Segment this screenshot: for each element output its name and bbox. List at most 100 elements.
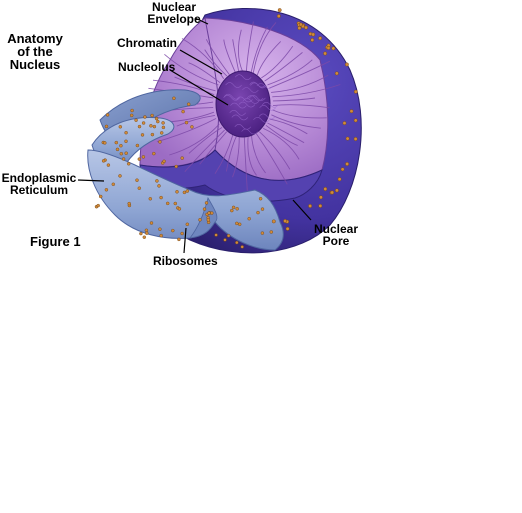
chromatin-fiber [232, 136, 240, 178]
leader-chromatin [179, 49, 223, 75]
chromatin-fiber [271, 74, 329, 93]
ribosome [180, 156, 184, 160]
nuclear-pore [330, 190, 335, 195]
chromatin-fiber [164, 53, 219, 86]
ribosome [118, 125, 123, 129]
nuclear-pore [345, 136, 350, 141]
nuclear-pore [304, 25, 308, 30]
nucleolus-squiggle [259, 105, 276, 111]
ribosome [103, 141, 107, 145]
nuclear-pore [349, 109, 354, 114]
ribosome [165, 201, 170, 206]
chromatin-fiber [169, 123, 220, 156]
ribosome [159, 233, 163, 238]
ribosome [237, 222, 242, 227]
nuclear-pore [342, 121, 347, 126]
label-nuclear-envelope: Nuclear Envelope [144, 1, 204, 25]
ribosome [240, 245, 244, 249]
label-nucleolus: Nucleolus [118, 60, 176, 74]
ribosome [206, 218, 211, 222]
chromatin-fiber [225, 136, 237, 172]
chromatin-fiber [204, 49, 228, 77]
ribosome-dots [94, 96, 273, 249]
ribosome [198, 218, 202, 222]
nuclear-pore-dots [271, 8, 358, 231]
nuclear-pore [277, 8, 282, 13]
chromatin-fiber [267, 122, 305, 144]
ribosome [184, 120, 189, 125]
ribosome [114, 140, 119, 145]
ribosome [177, 207, 182, 211]
ribosome [141, 155, 146, 159]
nuclear-pore [283, 219, 287, 223]
ribosome [177, 237, 181, 242]
ribosome [150, 132, 155, 137]
ribosome [185, 222, 190, 227]
nucleolus-squiggle [262, 102, 279, 108]
title-line-3: Nucleus [9, 57, 61, 72]
nuclear-pore [298, 22, 303, 27]
ribosome [150, 113, 154, 118]
chromatin-fiber [267, 59, 313, 86]
ribosome [161, 125, 166, 130]
nuclear-pore [276, 14, 281, 19]
chromatin-fiber [269, 118, 308, 135]
ribosome [159, 131, 164, 135]
ribosome [149, 124, 153, 128]
ribosome [210, 211, 214, 215]
chromatin-fiber [259, 131, 291, 170]
nucleolus-squiggle [225, 82, 242, 88]
label-nuclear-envelope-line-1: Nuclear [151, 0, 197, 14]
nuclear-pore [334, 188, 339, 193]
nucleolus-squiggle [241, 128, 258, 135]
ribosome [126, 162, 131, 166]
ribosome [171, 228, 175, 233]
ribosome [96, 203, 100, 208]
ribosome [202, 207, 207, 211]
chromatin-fiber [245, 21, 254, 72]
chromatin-fiber [232, 39, 240, 72]
nuclear-pore [318, 36, 322, 41]
ribosome [140, 133, 145, 137]
ribosome [154, 116, 159, 121]
nucleolus-squiggle [231, 114, 249, 121]
nucleolus-squiggle [229, 110, 246, 116]
nuclear-pore [285, 226, 290, 231]
ribosome [247, 216, 251, 221]
nuclear-pore [311, 32, 316, 37]
chromatin-fiber [263, 127, 300, 160]
nucleolus-squiggle [242, 87, 259, 93]
ribosome [115, 147, 120, 152]
label-endoplasmic-reticulum: Endoplasmic Reticulum [1, 172, 77, 196]
title-line-1: Anatomy [7, 31, 63, 46]
ribosome [226, 233, 231, 238]
nuclear-pore [337, 177, 342, 182]
ribosome [207, 211, 211, 215]
label-nuclear-pore-line-2: Pore [322, 234, 350, 248]
nucleolus-squiggle [234, 74, 252, 80]
nuclear-pore [353, 137, 358, 141]
ribosome [161, 121, 165, 125]
ribosome [155, 179, 159, 183]
label-er-line-1: Endoplasmic [1, 171, 77, 185]
ribosome [130, 108, 134, 113]
chromatin-fiber [214, 134, 234, 174]
ribosome [104, 188, 109, 192]
er-sheet-front [87, 149, 284, 251]
label-nuclear-pore-line-1: Nuclear [313, 222, 359, 236]
ribosome [129, 113, 134, 118]
chromatin-fiber [251, 135, 266, 174]
title-line-2: of the [17, 44, 53, 59]
envelope-rim [139, 149, 323, 202]
ribosome [173, 201, 178, 206]
nucleolus-squiggle [250, 82, 267, 89]
chromatin-fiber [264, 52, 303, 82]
chromatin-fiber [265, 124, 298, 146]
ribosome [137, 124, 142, 129]
ribosome [172, 96, 176, 101]
nucleolus-squiggle [236, 96, 253, 103]
ribosome [119, 151, 124, 156]
ribosome [235, 221, 239, 226]
nuclear-pore [323, 187, 328, 191]
